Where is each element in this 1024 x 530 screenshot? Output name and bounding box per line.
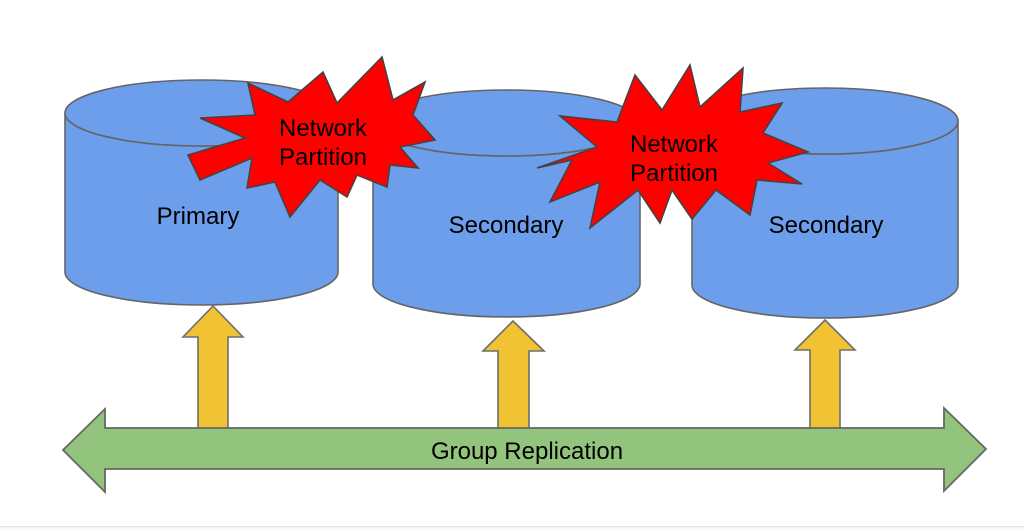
network-partition-1-label-line1: Network	[279, 115, 368, 142]
network-partition-burst-2: Network Partition	[536, 62, 811, 231]
bottom-divider-line	[0, 526, 1024, 528]
primary-node-label: Primary	[157, 203, 240, 230]
network-partition-burst-2-shape	[536, 62, 811, 231]
network-partition-burst-1-shape	[186, 55, 437, 219]
replication-link-arrow-2	[481, 319, 546, 430]
group-replication-label: Group Replication	[431, 438, 623, 465]
group-replication-bus-arrow	[61, 405, 988, 495]
network-partition-2-label-line2: Partition	[630, 160, 718, 187]
network-partition-2-label-line1: Network	[630, 131, 719, 158]
network-partition-burst-1: Network Partition	[186, 55, 437, 219]
replication-link-arrow-3	[793, 318, 857, 430]
secondary-node-1-label: Secondary	[449, 212, 564, 239]
secondary-node-2-label: Secondary	[769, 212, 884, 239]
network-partition-1-label-line2: Partition	[279, 144, 367, 171]
replication-link-arrow-1	[181, 304, 245, 430]
bottom-edge-strip	[0, 527, 1024, 530]
